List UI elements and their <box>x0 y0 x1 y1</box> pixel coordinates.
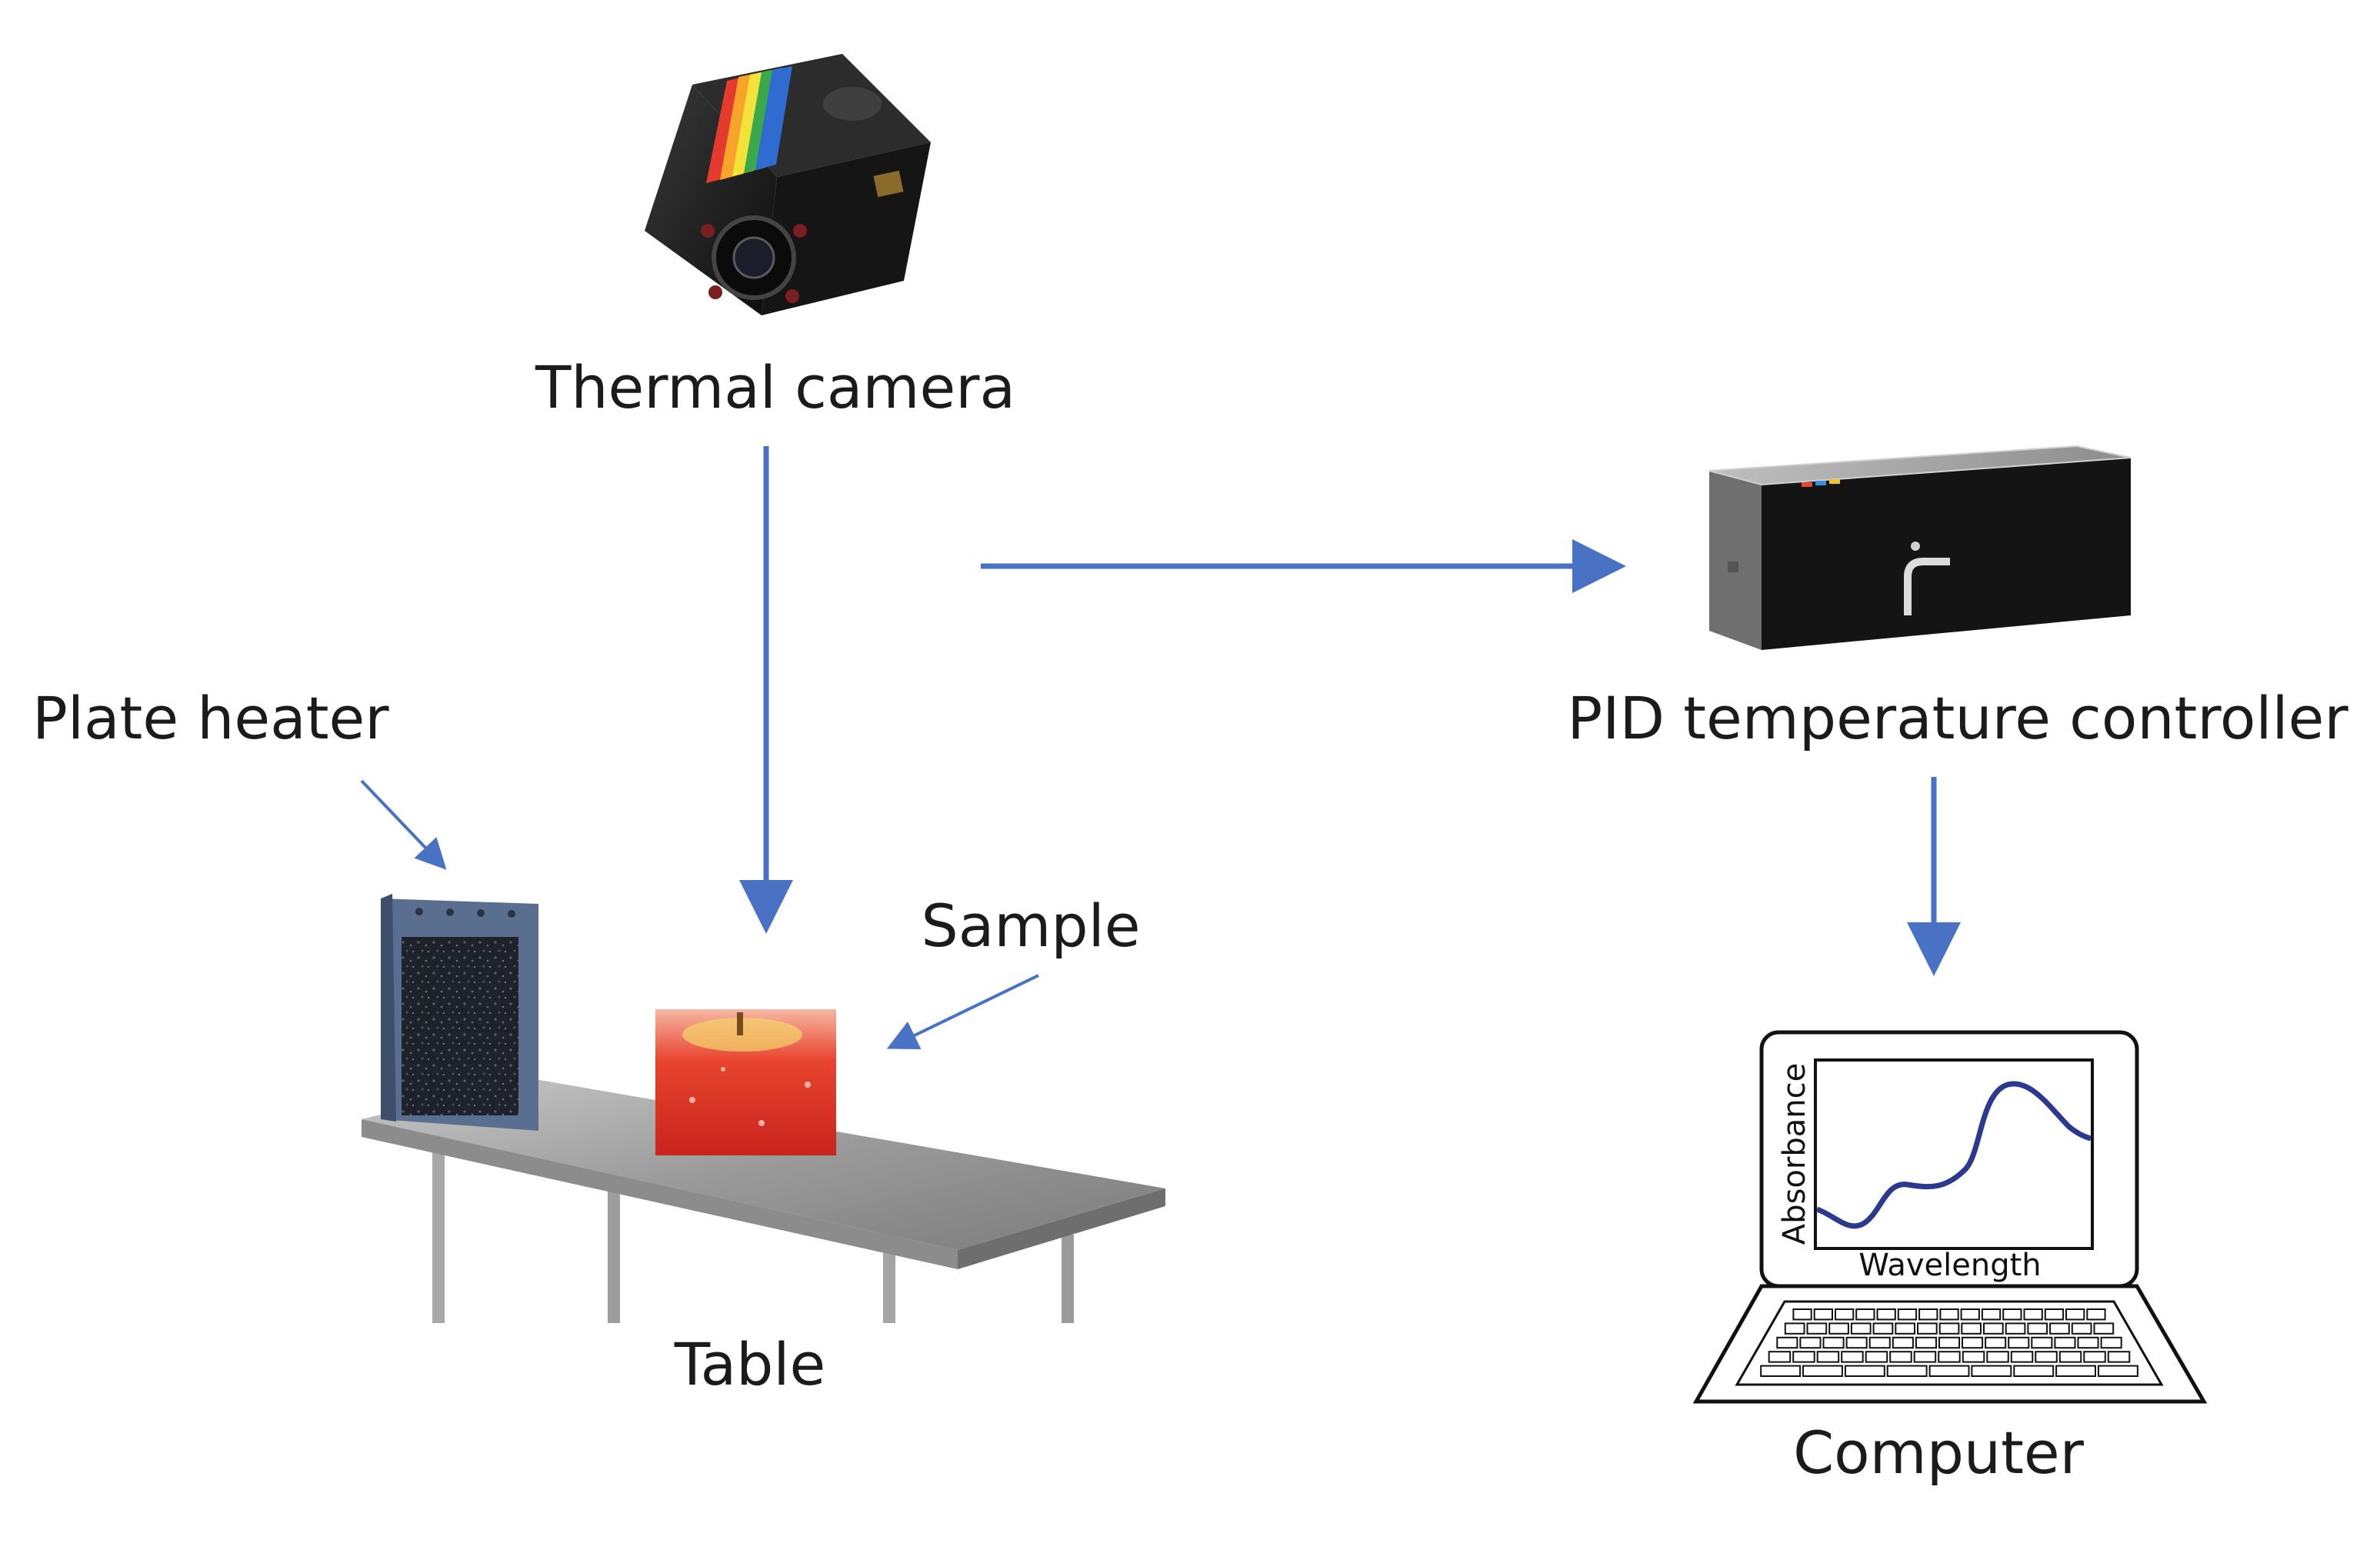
keyboard-key <box>1962 1351 1985 1363</box>
plot-ylabel: Absorbance <box>1777 1063 1812 1245</box>
keyboard-key <box>2086 1308 2106 1321</box>
keyboard-key <box>2031 1336 2053 1349</box>
keyboard-key <box>2065 1308 2085 1321</box>
keyboard-key <box>2098 1365 2138 1377</box>
keyboard-key <box>2049 1322 2070 1335</box>
keyboard-key <box>1876 1308 1896 1321</box>
keyboard-key <box>1828 1322 1849 1335</box>
keyboard-key <box>1892 1336 1914 1349</box>
pid-controller-icon <box>1708 445 2132 650</box>
keyboard-key <box>1844 1365 1885 1377</box>
keyboard-key <box>2005 1322 2026 1335</box>
keyboard-key <box>1938 1336 1961 1349</box>
keyboard-key <box>1986 1351 2009 1363</box>
keyboard-key <box>1784 1322 1805 1335</box>
label-computer: Computer <box>1793 1418 2085 1487</box>
keyboard-key <box>2023 1308 2043 1321</box>
keyboard-key <box>1872 1322 1894 1335</box>
keyboard-key <box>2002 1308 2022 1321</box>
label-table: Table <box>674 1330 826 1398</box>
thermal-camera-icon <box>645 54 931 315</box>
keyboard-key <box>1850 1322 1872 1335</box>
keyboard-key <box>2077 1336 2099 1349</box>
keyboard-key <box>2083 1351 2106 1363</box>
keyboard-key <box>2093 1322 2115 1335</box>
keyboard-key <box>2008 1336 2030 1349</box>
keyboard-key <box>1835 1308 1855 1321</box>
keyboard-key <box>1816 1351 1840 1363</box>
keyboard-key <box>1841 1351 1864 1363</box>
keyboard-key <box>1865 1351 1888 1363</box>
keyboard-key <box>2055 1365 2097 1377</box>
keyboard-key <box>1895 1322 1916 1335</box>
keyboard-key <box>1813 1308 1833 1321</box>
keyboard-key <box>1971 1365 2012 1377</box>
keyboard-key <box>1889 1351 1912 1363</box>
keyboard-key <box>1938 1322 1960 1335</box>
absorbance-curve <box>1815 1081 2092 1229</box>
keyboard-key <box>1768 1351 1792 1363</box>
keyboard-key <box>1918 1308 1938 1321</box>
keyboard-key <box>2107 1351 2131 1363</box>
keyboard-key <box>1845 1336 1868 1349</box>
keyboard-key <box>1822 1336 1845 1349</box>
table-icon <box>362 1078 1165 1323</box>
sample-icon <box>655 1009 836 1155</box>
computer-icon <box>1692 1030 2208 1404</box>
keyboard-key <box>1760 1365 1802 1377</box>
label-sample: Sample <box>922 892 1141 960</box>
keyboard-key <box>1855 1308 1875 1321</box>
keyboard-key <box>2013 1365 2055 1377</box>
keyboard-key <box>1939 1308 1959 1321</box>
keyboard-key <box>1806 1322 1828 1335</box>
keyboard-key <box>2054 1336 2076 1349</box>
keyboard-key <box>1799 1336 1822 1349</box>
keyboard-key <box>1868 1336 1891 1349</box>
keyboard-key <box>1985 1336 2007 1349</box>
keyboard-key <box>2010 1351 2034 1363</box>
keyboard-key <box>1915 1336 1937 1349</box>
keyboard-key <box>1962 1336 1984 1349</box>
keyboard-key <box>2027 1322 2048 1335</box>
keyboard-key <box>1802 1365 1843 1377</box>
keyboard-key <box>1981 1308 2002 1321</box>
keyboard-key <box>1983 1322 2004 1335</box>
keyboard-key <box>1961 1322 1982 1335</box>
plate-heater-icon <box>381 894 538 1131</box>
keyboard-space-key <box>1928 1365 1970 1377</box>
keyboard-key <box>2100 1336 2122 1349</box>
keyboard-keys <box>1760 1308 2138 1377</box>
keyboard-key <box>1913 1351 1937 1363</box>
arrow-sample-pointer <box>886 974 1039 1050</box>
keyboard-key <box>1960 1308 1980 1321</box>
keyboard-key <box>1776 1336 1798 1349</box>
keyboard-key <box>2071 1322 2092 1335</box>
arrow-plate-heater-pointer <box>360 779 447 870</box>
keyboard-key <box>1886 1365 1928 1377</box>
keyboard-key <box>1917 1322 1938 1335</box>
label-plate-heater: Plate heater <box>32 684 389 752</box>
keyboard-key <box>1897 1308 1918 1321</box>
keyboard-key <box>1938 1351 1961 1363</box>
keyboard-key <box>2044 1308 2065 1321</box>
keyboard-key <box>1792 1351 1815 1363</box>
keyboard-key <box>2058 1351 2082 1363</box>
keyboard-key <box>1792 1308 1812 1321</box>
keyboard-key <box>2035 1351 2058 1363</box>
plot-xlabel: Wavelength <box>1858 1248 2041 1283</box>
label-pid-controller: PID temperature controller <box>1567 684 2348 752</box>
label-thermal-camera: Thermal camera <box>535 353 1015 422</box>
